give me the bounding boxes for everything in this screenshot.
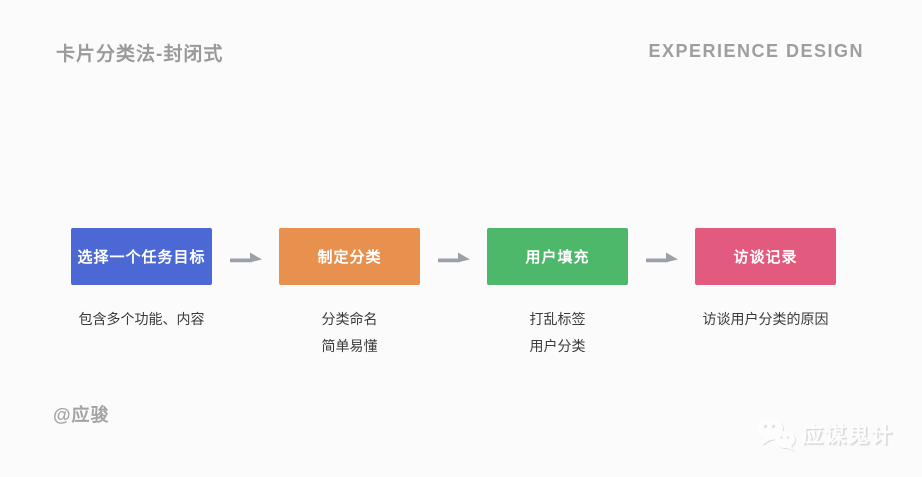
step-note: 用户分类 [529,338,586,354]
step-note: 打乱标签 [529,311,586,327]
step-select-task: 选择一个任务目标 包含多个功能、内容 [71,228,212,333]
watermark: 应谋鬼计 [756,416,894,452]
page-title: 卡片分类法-封闭式 [56,44,224,65]
step-note: 包含多个功能、内容 [78,311,205,327]
step-note: 简单易懂 [321,338,378,354]
arrow-right-icon-1 [212,249,279,267]
step-interview-record: 访谈记录 访谈用户分类的原因 [695,228,836,333]
step-user-fill: 用户填充 打乱标签 用户分类 [487,228,628,360]
step-notes: 访谈用户分类的原因 [703,306,829,333]
step-box-interview-record: 访谈记录 [695,228,836,285]
arrow-right-icon-2 [420,249,487,267]
flow-diagram: 选择一个任务目标 包含多个功能、内容 制定分类 分类命名 简单易懂 [71,228,836,360]
wechat-bubbles-icon [757,418,795,451]
step-notes: 包含多个功能、内容 [79,306,205,333]
watermark-text: 应谋鬼计 [802,424,894,447]
step-note: 分类命名 [321,311,378,327]
step-note: 访谈用户分类的原因 [702,311,829,327]
step-notes: 分类命名 简单易懂 [322,306,378,360]
step-notes: 打乱标签 用户分类 [530,306,586,360]
step-box-select-task: 选择一个任务目标 [71,228,212,285]
arrow-right-icon-3 [628,249,695,267]
brand-text: EXPERIENCE DESIGN [648,41,864,61]
step-box-user-fill: 用户填充 [487,228,628,285]
step-box-create-categories: 制定分类 [279,228,420,285]
author-signature: @应骏 [53,405,110,425]
step-create-categories: 制定分类 分类命名 简单易懂 [279,228,420,360]
